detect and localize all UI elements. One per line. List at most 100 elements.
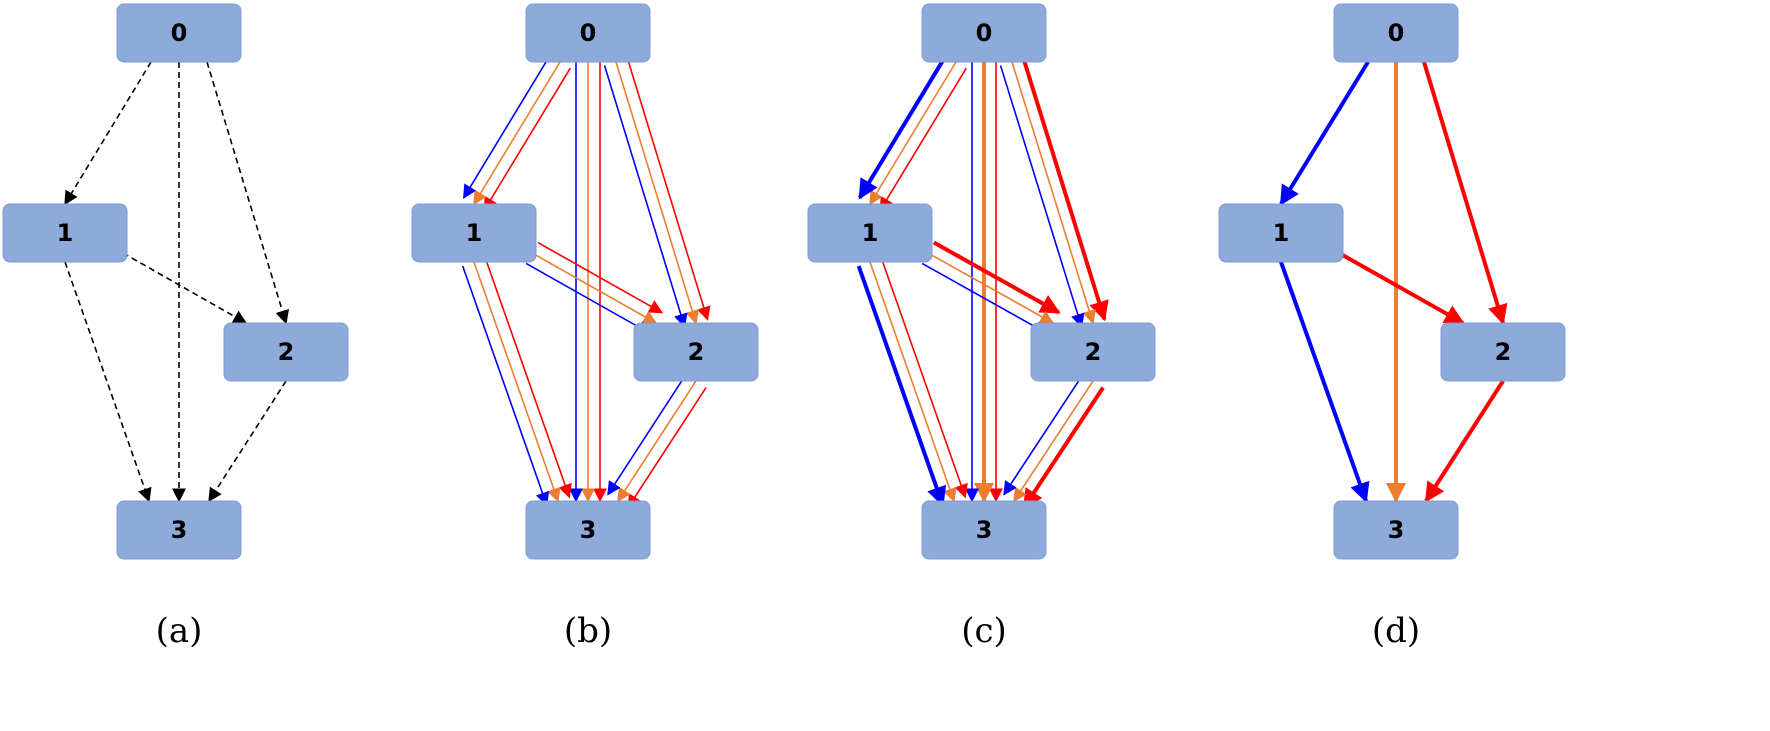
panel-b: 0 1 2 3 (b) bbox=[411, 3, 759, 651]
node-box bbox=[525, 3, 651, 63]
edge-1-to-2-black bbox=[122, 252, 248, 324]
node-box bbox=[921, 500, 1047, 560]
node-label: 2 bbox=[1495, 338, 1512, 366]
edge-1-to-3-red bbox=[484, 257, 572, 499]
edge-1-to-2-orange bbox=[531, 252, 658, 324]
edge-1-to-2-red bbox=[537, 241, 664, 314]
node-box bbox=[116, 3, 242, 63]
panel-caption: (a) bbox=[156, 611, 203, 651]
edge-0-to-1-blue bbox=[858, 54, 948, 200]
node-3: 3 bbox=[1333, 500, 1459, 560]
node-box bbox=[1218, 203, 1344, 263]
edge-2-to-3-orange bbox=[1013, 380, 1094, 503]
node-box bbox=[807, 203, 933, 263]
edge-0-to-2-orange bbox=[615, 61, 700, 325]
node-box bbox=[1333, 3, 1459, 63]
edge-2-to-3-red bbox=[627, 387, 707, 509]
panel-c: 0 1 2 3 (c) bbox=[807, 3, 1156, 651]
node-label: 0 bbox=[171, 19, 188, 47]
edge-1-to-3-blue bbox=[461, 265, 550, 507]
edge-0-to-1-blue bbox=[1279, 60, 1370, 206]
edges bbox=[1279, 60, 1508, 503]
edge-2-to-3-blue bbox=[1003, 373, 1084, 496]
node-3: 3 bbox=[921, 500, 1047, 560]
edge-1-to-2-red bbox=[932, 240, 1061, 315]
node-0: 0 bbox=[116, 3, 242, 63]
node-box bbox=[1333, 500, 1459, 560]
edge-1-to-2-blue bbox=[921, 262, 1049, 335]
node-1: 1 bbox=[411, 203, 537, 263]
edge-0-to-2-red bbox=[1422, 61, 1508, 325]
node-box bbox=[411, 203, 537, 263]
node-0: 0 bbox=[921, 3, 1047, 63]
edge-1-to-3-red bbox=[880, 257, 968, 499]
edge-0-to-1-orange bbox=[869, 61, 957, 206]
edge-0-to-2-red bbox=[1021, 57, 1109, 322]
edge-0-to-2-red bbox=[626, 58, 711, 321]
node-box bbox=[921, 3, 1047, 63]
panel-a: 0 1 2 3 (a) bbox=[2, 3, 349, 651]
node-2: 2 bbox=[1440, 322, 1566, 382]
node-box bbox=[525, 500, 651, 560]
node-box bbox=[1030, 322, 1156, 382]
edge-0-to-1-red bbox=[879, 67, 967, 212]
node-label: 0 bbox=[580, 19, 597, 47]
node-1: 1 bbox=[2, 203, 128, 263]
edge-1-to-2-red bbox=[1338, 251, 1465, 325]
node-label: 3 bbox=[580, 516, 597, 544]
panel-caption: (b) bbox=[564, 611, 612, 651]
node-label: 2 bbox=[1085, 338, 1102, 366]
node-label: 1 bbox=[1273, 219, 1290, 247]
node-label: 3 bbox=[976, 516, 993, 544]
node-label: 2 bbox=[278, 338, 295, 366]
node-box bbox=[633, 322, 759, 382]
node-0: 0 bbox=[525, 3, 651, 63]
node-1: 1 bbox=[807, 203, 933, 263]
edges bbox=[461, 55, 711, 509]
node-2: 2 bbox=[633, 322, 759, 382]
edge-2-to-3-orange bbox=[617, 380, 697, 503]
edge-1-to-2-blue bbox=[525, 262, 652, 335]
node-label: 0 bbox=[1388, 19, 1405, 47]
node-label: 3 bbox=[171, 516, 188, 544]
edge-2-to-3-black bbox=[208, 380, 287, 503]
node-label: 1 bbox=[57, 219, 74, 247]
edges bbox=[64, 61, 290, 503]
edge-2-to-3-red bbox=[1022, 386, 1105, 510]
node-label: 0 bbox=[976, 19, 993, 47]
node-label: 1 bbox=[862, 219, 879, 247]
edge-1-to-3-orange bbox=[473, 261, 561, 503]
node-3: 3 bbox=[525, 500, 651, 560]
edge-1-to-3-black bbox=[64, 261, 152, 503]
edge-1-to-3-blue bbox=[1279, 261, 1370, 503]
node-label: 2 bbox=[688, 338, 705, 366]
edge-0-to-2-blue bbox=[603, 65, 688, 328]
edge-0-to-2-orange bbox=[1011, 61, 1096, 325]
panel-d: 0 1 2 3 (d) bbox=[1218, 3, 1566, 651]
edge-2-to-3-red bbox=[1424, 379, 1505, 503]
edge-0-to-1-black bbox=[64, 61, 152, 206]
node-label: 1 bbox=[466, 219, 483, 247]
edge-1-to-3-blue bbox=[856, 265, 947, 507]
panel-caption: (d) bbox=[1372, 611, 1420, 651]
node-label: 3 bbox=[1388, 516, 1405, 544]
node-1: 1 bbox=[1218, 203, 1344, 263]
node-0: 0 bbox=[1333, 3, 1459, 63]
node-box bbox=[116, 500, 242, 560]
node-box bbox=[2, 203, 128, 263]
panel-caption: (c) bbox=[961, 611, 1007, 651]
edge-0-to-1-orange bbox=[473, 61, 561, 206]
node-box bbox=[1440, 322, 1566, 382]
edge-2-to-3-blue bbox=[607, 374, 687, 496]
edge-0-to-2-blue bbox=[999, 65, 1085, 328]
edge-0-to-1-red bbox=[483, 67, 571, 212]
node-3: 3 bbox=[116, 500, 242, 560]
node-2: 2 bbox=[1030, 322, 1156, 382]
edge-1-to-3-orange bbox=[869, 261, 957, 503]
edge-1-to-2-orange bbox=[927, 252, 1055, 324]
edge-0-to-1-blue bbox=[463, 55, 551, 199]
edges bbox=[856, 54, 1109, 510]
edge-0-to-2-black bbox=[206, 61, 290, 325]
node-box bbox=[223, 322, 349, 382]
